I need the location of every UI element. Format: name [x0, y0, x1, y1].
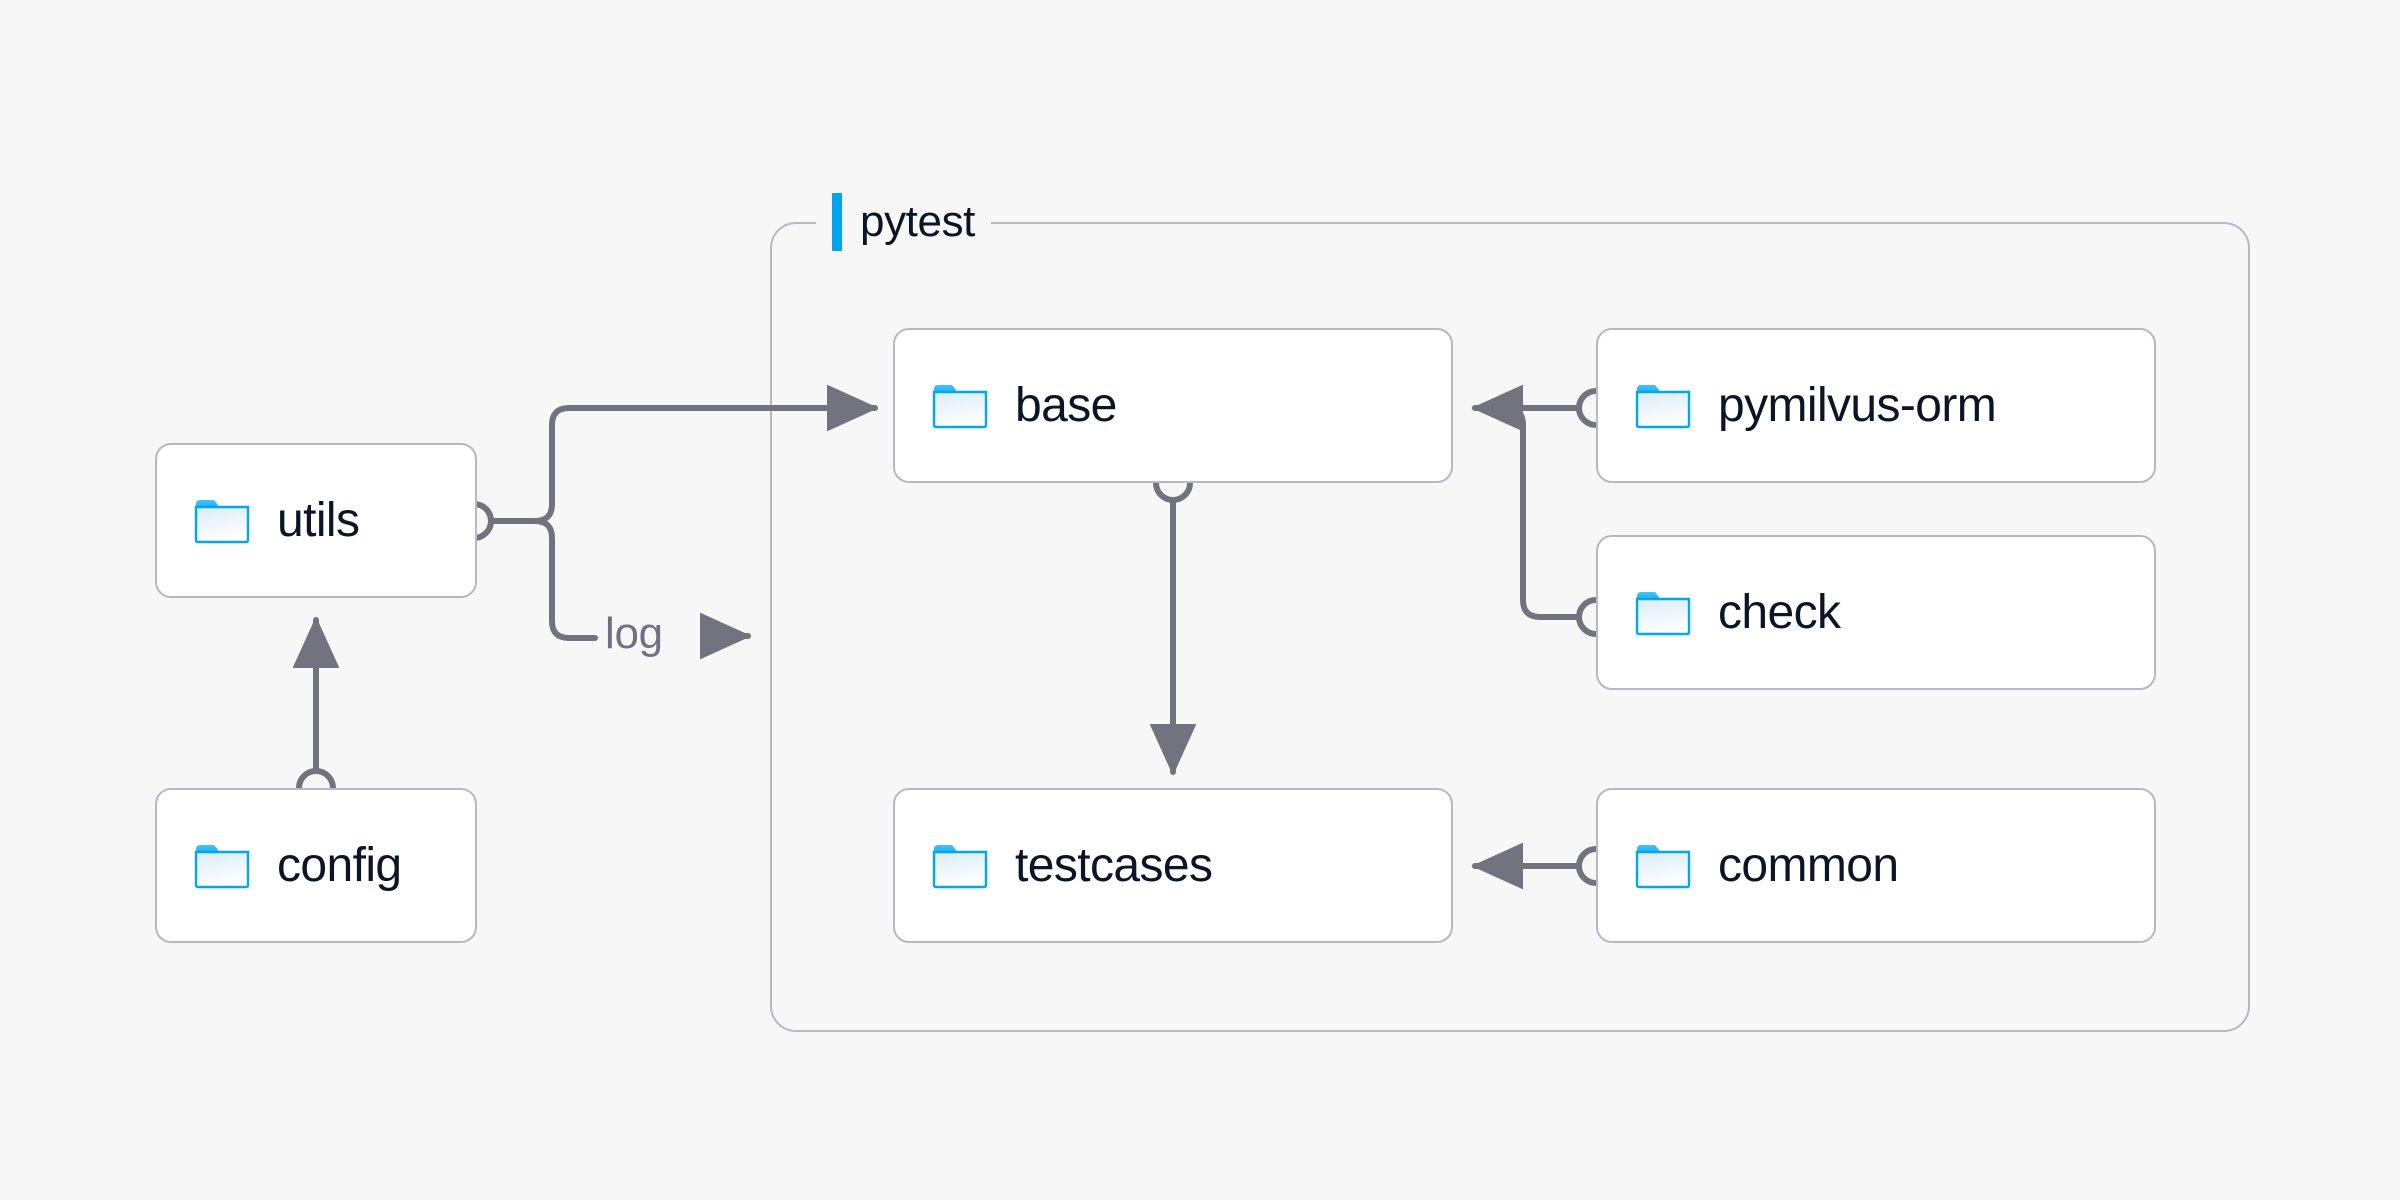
- folder-icon: [932, 384, 988, 428]
- node-label: check: [1718, 585, 1841, 639]
- group-label-text: pytest: [860, 197, 975, 246]
- folder-icon: [1635, 591, 1691, 635]
- folder-icon: [1635, 844, 1691, 888]
- folder-icon: [194, 499, 250, 543]
- edge-utils-to-log: [490, 518, 598, 641]
- edge-label-log: log: [605, 609, 663, 658]
- node-label: pymilvus-orm: [1718, 378, 1997, 432]
- node-label: utils: [277, 493, 360, 547]
- node-label: testcases: [1015, 838, 1213, 892]
- accent-bar-icon: [832, 193, 842, 251]
- node-pymilvus-orm[interactable]: pymilvus-orm: [1596, 328, 2156, 483]
- folder-icon: [194, 844, 250, 888]
- node-common[interactable]: common: [1596, 788, 2156, 943]
- node-utils[interactable]: utils: [155, 443, 477, 598]
- node-label: config: [277, 838, 402, 892]
- node-label: base: [1015, 378, 1117, 432]
- folder-icon: [1635, 384, 1691, 428]
- folder-icon: [932, 844, 988, 888]
- group-container-pytest[interactable]: [770, 222, 2250, 1032]
- node-check[interactable]: check: [1596, 535, 2156, 690]
- node-config[interactable]: config: [155, 788, 477, 943]
- node-label: common: [1718, 838, 1899, 892]
- node-base[interactable]: base: [893, 328, 1453, 483]
- node-testcases[interactable]: testcases: [893, 788, 1453, 943]
- group-label-pytest: pytest: [816, 190, 991, 254]
